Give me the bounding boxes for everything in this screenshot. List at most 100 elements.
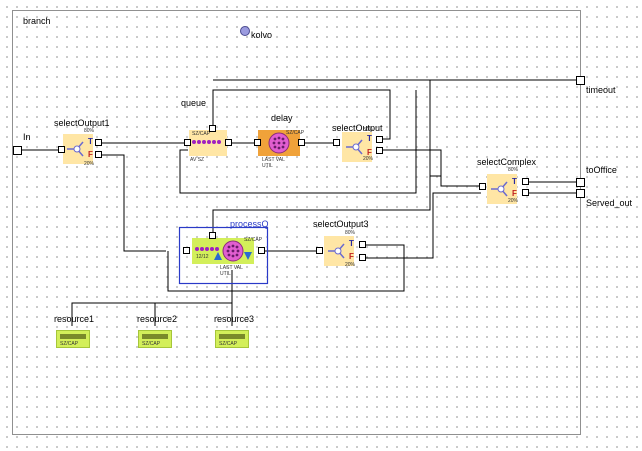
resource-units-bar (219, 334, 245, 339)
resource-units-bar (142, 334, 168, 339)
queue-timeout-port[interactable] (209, 125, 216, 132)
select-output3-f: F (349, 252, 354, 261)
select-output3-t: T (349, 239, 354, 248)
served-out-port[interactable] (576, 189, 585, 198)
select-complex-t: T (512, 177, 517, 186)
connector (363, 192, 481, 259)
queue-entity-dot (210, 247, 214, 251)
process-q-count: 12/12 (196, 254, 209, 260)
connector (101, 154, 166, 252)
process-q-in-port[interactable] (183, 247, 190, 254)
release-triangle-icon (244, 252, 252, 260)
connector (167, 244, 405, 292)
process-q-timeout-port[interactable] (209, 232, 216, 239)
resource3-caption: SZ/CAP (219, 341, 238, 347)
connector (71, 270, 233, 326)
process-q-beads (195, 247, 221, 252)
delay-block[interactable] (258, 130, 300, 156)
to-office-label: toOffice (586, 165, 617, 175)
delay-in-port[interactable] (254, 139, 261, 146)
resource3-block[interactable]: SZ/CAP (215, 330, 249, 348)
queue-entity-dot (205, 247, 209, 251)
delay-server-icon (268, 132, 290, 154)
queue-entity-dot (197, 140, 201, 144)
select-complex-block[interactable]: T F (487, 174, 517, 204)
process-q-label: processQ (230, 219, 269, 229)
branch-icon (328, 243, 345, 259)
queue-block[interactable]: SZ/CAP (189, 130, 227, 156)
queue-entity-dot (202, 140, 206, 144)
select-output3-false-port[interactable] (359, 254, 366, 261)
select-output-false-port[interactable] (376, 147, 383, 154)
queue-label: queue (181, 98, 207, 108)
resource-units-bar (60, 334, 86, 339)
queue-entity-dot (207, 140, 211, 144)
resource1-block[interactable]: SZ/CAP (56, 330, 90, 348)
in-label: In (23, 132, 31, 142)
to-office-port[interactable] (576, 178, 585, 187)
select-output1-false-port[interactable] (95, 151, 102, 158)
branch-title: branch (23, 16, 51, 26)
select-output3-block[interactable]: T F (324, 236, 354, 266)
select-output1-t: T (88, 137, 93, 146)
select-complex-true-port[interactable] (522, 178, 529, 185)
select-output3-true-port[interactable] (359, 241, 366, 248)
select-output3-false-pct: 20% (345, 262, 356, 268)
select-complex-false-port[interactable] (522, 189, 529, 196)
select-output1-true-port[interactable] (95, 139, 102, 146)
process-q-caption-bottom1: LAST VAL (220, 265, 243, 271)
select-output-label: selectOutput (332, 123, 383, 133)
select-complex-in-port[interactable] (479, 183, 486, 190)
delay-caption-bottom2: UTIL (262, 163, 273, 169)
branch-icon (491, 181, 508, 197)
queue-entity-dot (200, 247, 204, 251)
process-q-caption-top: SZ/CAP (244, 237, 263, 243)
delay-caption-top: SZ/CAP (286, 130, 305, 136)
queue-entity-dot (212, 140, 216, 144)
resource3-label: resource3 (214, 314, 255, 324)
queue-in-port[interactable] (184, 139, 191, 146)
branch-icon (67, 141, 84, 157)
resource2-caption: SZ/CAP (142, 341, 161, 347)
process-server-icon (222, 240, 244, 262)
connector (212, 89, 391, 140)
kolvo-icon (240, 26, 250, 36)
connector (212, 176, 431, 236)
in-port[interactable] (13, 146, 22, 155)
timeout-port[interactable] (576, 76, 585, 85)
kolvo-label: kolvo (251, 30, 273, 40)
queue-caption-bottom: AV SZ (190, 157, 205, 163)
resource1-caption: SZ/CAP (60, 341, 79, 347)
process-q-block[interactable]: 12/12 (192, 238, 254, 264)
select-output1-block[interactable]: T F (63, 134, 93, 164)
select-complex-f: F (512, 189, 517, 198)
select-output3-in-port[interactable] (316, 247, 323, 254)
select-output-t: T (367, 134, 372, 143)
queue-out-port[interactable] (225, 139, 232, 146)
resource2-block[interactable]: SZ/CAP (138, 330, 172, 348)
delay-out-port[interactable] (298, 139, 305, 146)
select-output-f: F (367, 148, 372, 157)
timeout-label: timeout (586, 85, 616, 95)
processq-frame (178, 226, 269, 285)
select-output-true-pct: 80% (363, 127, 374, 133)
select-output-block[interactable]: T F (342, 132, 372, 162)
queue-entity-dot (217, 140, 221, 144)
select-output1-f: F (88, 150, 93, 159)
select-output1-in-port[interactable] (58, 146, 65, 153)
process-q-caption-bottom2: UTIL (220, 271, 231, 277)
connector (380, 149, 481, 187)
queue-caption-top: SZ/CAP (192, 131, 211, 137)
select-output-false-pct: 20% (363, 156, 374, 162)
served-out-label: Served_out (586, 198, 633, 208)
delay-label: delay (271, 113, 293, 123)
resource1-label: resource1 (54, 314, 95, 324)
select-output-true-port[interactable] (376, 136, 383, 143)
select-output-in-port[interactable] (333, 139, 340, 146)
queue-entity-dot (215, 247, 219, 251)
select-output3-true-pct: 80% (345, 230, 356, 236)
select-complex-false-pct: 20% (508, 198, 519, 204)
resource2-label: resource2 (137, 314, 178, 324)
process-q-out-port[interactable] (258, 247, 265, 254)
